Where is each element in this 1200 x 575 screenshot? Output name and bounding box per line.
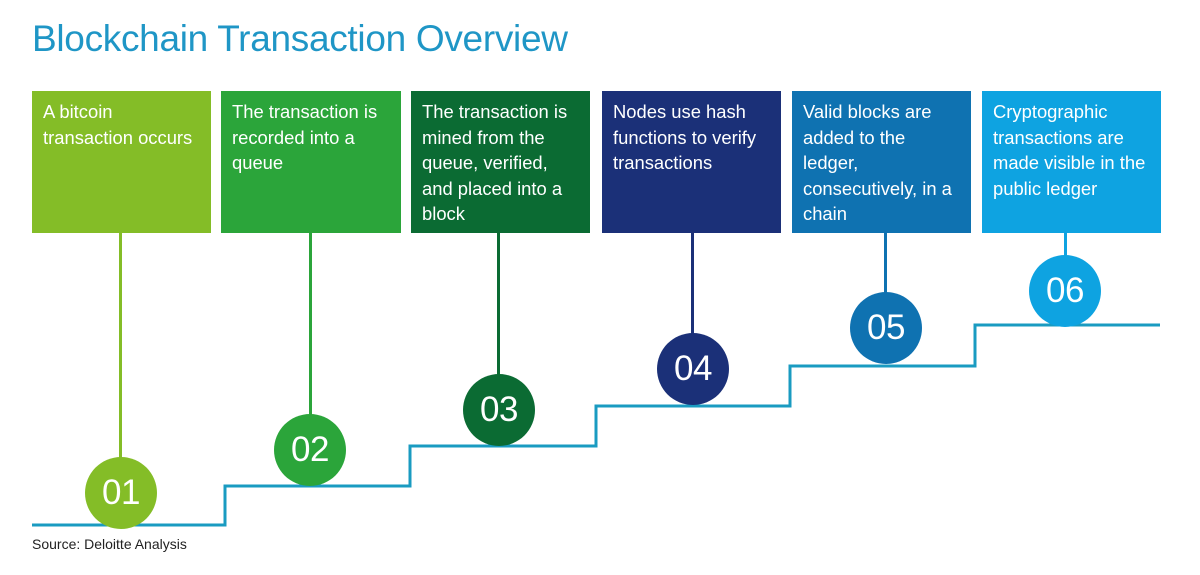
- step-02-box: The transaction is recorded into a queue: [221, 91, 401, 233]
- step-04-connector: [691, 233, 694, 338]
- step-02-text: The transaction is recorded into a queue: [232, 101, 378, 174]
- step-05-text: Valid blocks are added to the ledger, co…: [803, 101, 952, 225]
- step-05-connector: [884, 233, 887, 297]
- step-01-circle: 01: [85, 457, 157, 529]
- step-04-box: Nodes use hash functions to verify trans…: [602, 91, 781, 233]
- step-03-connector: [497, 233, 500, 378]
- step-06-connector: [1064, 233, 1067, 257]
- step-02-connector: [309, 233, 312, 418]
- step-06-box: Cryptographic transactions are made visi…: [982, 91, 1161, 233]
- source-note: Source: Deloitte Analysis: [32, 536, 187, 552]
- step-01-connector: [119, 233, 122, 463]
- step-04-text: Nodes use hash functions to verify trans…: [613, 101, 757, 174]
- step-03-text: The transaction is mined from the queue,…: [422, 101, 568, 225]
- step-03-circle: 03: [463, 374, 535, 446]
- step-06-circle: 06: [1029, 255, 1101, 327]
- step-06-text: Cryptographic transactions are made visi…: [993, 101, 1146, 199]
- step-04-circle: 04: [657, 333, 729, 405]
- step-05-circle: 05: [850, 292, 922, 364]
- step-05-box: Valid blocks are added to the ledger, co…: [792, 91, 971, 233]
- step-02-circle: 02: [274, 414, 346, 486]
- step-01-box: A bitcoin transaction occurs: [32, 91, 211, 233]
- step-03-box: The transaction is mined from the queue,…: [411, 91, 590, 233]
- step-01-text: A bitcoin transaction occurs: [43, 101, 193, 148]
- page-title: Blockchain Transaction Overview: [32, 18, 568, 59]
